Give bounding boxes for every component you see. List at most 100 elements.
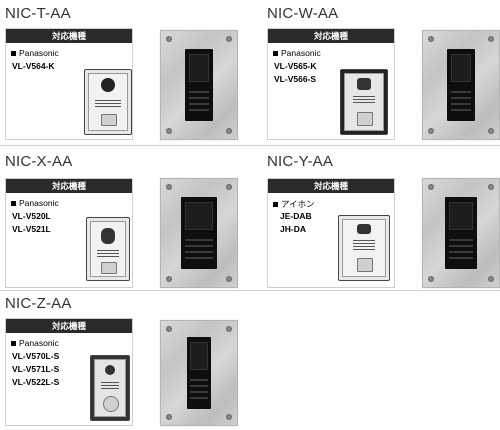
brand-label: Panasonic [273, 48, 321, 58]
product-title: NIC-Z-AA [5, 295, 72, 312]
intercom-face [88, 73, 128, 131]
brand-name: Panasonic [281, 48, 321, 58]
compat-card: 対応機種 Panasonic VL-V565-K VL-V566-S [267, 28, 395, 140]
grille-slot [185, 239, 213, 241]
call-button-icon [357, 258, 373, 272]
camera-lens-icon [105, 365, 115, 375]
camera-lens-icon [357, 224, 371, 234]
grille-slot [189, 91, 209, 93]
call-button-icon [357, 112, 373, 126]
intercom-unit-image [84, 69, 132, 135]
model-item: VL-V570L-S [12, 351, 60, 361]
grille-slot [451, 109, 471, 111]
product-title: NIC-W-AA [267, 5, 339, 22]
speaker-grille [353, 243, 375, 244]
brand-label: アイホン [273, 198, 315, 210]
model-list: VL-V564-K [12, 60, 55, 73]
camera-window [185, 202, 213, 230]
intercom-opening [181, 197, 217, 269]
product-nic-z-aa: NIC-Z-AA 対応機種 Panasonic VL-V570L-S VL-V5… [0, 290, 250, 430]
intercom-opening [445, 197, 477, 269]
product-nic-t-aa: NIC-T-AA 対応機種 Panasonic VL-V564-K [0, 0, 250, 145]
screw-icon [166, 414, 172, 420]
intercom-unit-image [86, 217, 130, 281]
grille-slot [185, 245, 213, 247]
grille-slot [189, 103, 209, 105]
compat-header: 対応機種 [6, 179, 132, 193]
screw-icon [166, 184, 172, 190]
screw-icon [428, 36, 434, 42]
product-title: NIC-Y-AA [267, 153, 334, 170]
screw-icon [166, 128, 172, 134]
brand-label: Panasonic [11, 338, 59, 348]
brand-name: Panasonic [19, 48, 59, 58]
grille-slot [185, 251, 213, 253]
screw-icon [488, 36, 494, 42]
row-divider [0, 145, 500, 146]
model-item: VL-V522L-S [12, 377, 60, 387]
bullet-square-icon [273, 50, 278, 56]
camera-lens-icon [101, 228, 115, 244]
compat-card: 対応機種 アイホン JE-DAB JH-DA [267, 178, 395, 288]
model-item: VL-V521L [12, 224, 51, 234]
product-title: NIC-T-AA [5, 5, 71, 22]
compat-card: 対応機種 Panasonic VL-V570L-S VL-V571L-S VL-… [5, 318, 133, 426]
screw-icon [488, 276, 494, 282]
grille-slot [189, 109, 209, 111]
screw-icon [166, 36, 172, 42]
model-list: VL-V520L VL-V521L [12, 210, 51, 236]
grille-slot [451, 97, 471, 99]
grille-slot [190, 397, 208, 399]
compat-header: 対応機種 [6, 29, 132, 43]
screw-icon [488, 128, 494, 134]
speaker-grille [97, 253, 119, 254]
screw-icon [428, 276, 434, 282]
screw-icon [226, 184, 232, 190]
screw-icon [226, 414, 232, 420]
cover-plate-image [422, 30, 500, 140]
compat-card: 対応機種 Panasonic VL-V564-K [5, 28, 133, 140]
call-button-icon [103, 396, 119, 412]
speaker-grille [97, 256, 119, 257]
camera-window [190, 342, 208, 370]
grille-slot [449, 239, 473, 241]
product-nic-y-aa: NIC-Y-AA 対応機種 アイホン JE-DAB JH-DA [262, 145, 500, 290]
intercom-opening [185, 49, 213, 121]
speaker-grille [95, 103, 121, 104]
grille-slot [451, 91, 471, 93]
speaker-grille [353, 249, 375, 250]
grille-slot [190, 379, 208, 381]
grille-slot [451, 103, 471, 105]
model-item: VL-V564-K [12, 61, 55, 71]
bullet-square-icon [11, 340, 16, 346]
screw-icon [226, 326, 232, 332]
screw-icon [166, 326, 172, 332]
screw-icon [226, 128, 232, 134]
product-nic-w-aa: NIC-W-AA 対応機種 Panasonic VL-V565-K VL-V56… [262, 0, 500, 145]
intercom-face [344, 73, 384, 131]
grille-slot [185, 257, 213, 259]
brand-label: Panasonic [11, 198, 59, 208]
screw-icon [428, 128, 434, 134]
model-item: VL-V571L-S [12, 364, 60, 374]
intercom-unit-image [338, 215, 390, 281]
grille-slot [190, 391, 208, 393]
model-item: JE-DAB [280, 211, 312, 221]
screw-icon [226, 36, 232, 42]
model-list: VL-V565-K VL-V566-S [274, 60, 317, 86]
grille-slot [449, 257, 473, 259]
brand-name: Panasonic [19, 338, 59, 348]
speaker-grille [353, 102, 375, 103]
brand-name: アイホン [281, 199, 315, 209]
speaker-grille [353, 96, 375, 97]
cover-plate-image [160, 320, 238, 426]
intercom-unit-image [90, 355, 130, 421]
model-item: VL-V566-S [274, 74, 317, 84]
call-button-icon [101, 114, 117, 126]
speaker-grille [101, 388, 119, 389]
product-title: NIC-X-AA [5, 153, 73, 170]
intercom-unit-image [340, 69, 388, 135]
model-item: VL-V565-K [274, 61, 317, 71]
call-button-icon [101, 262, 117, 274]
speaker-grille [353, 99, 375, 100]
